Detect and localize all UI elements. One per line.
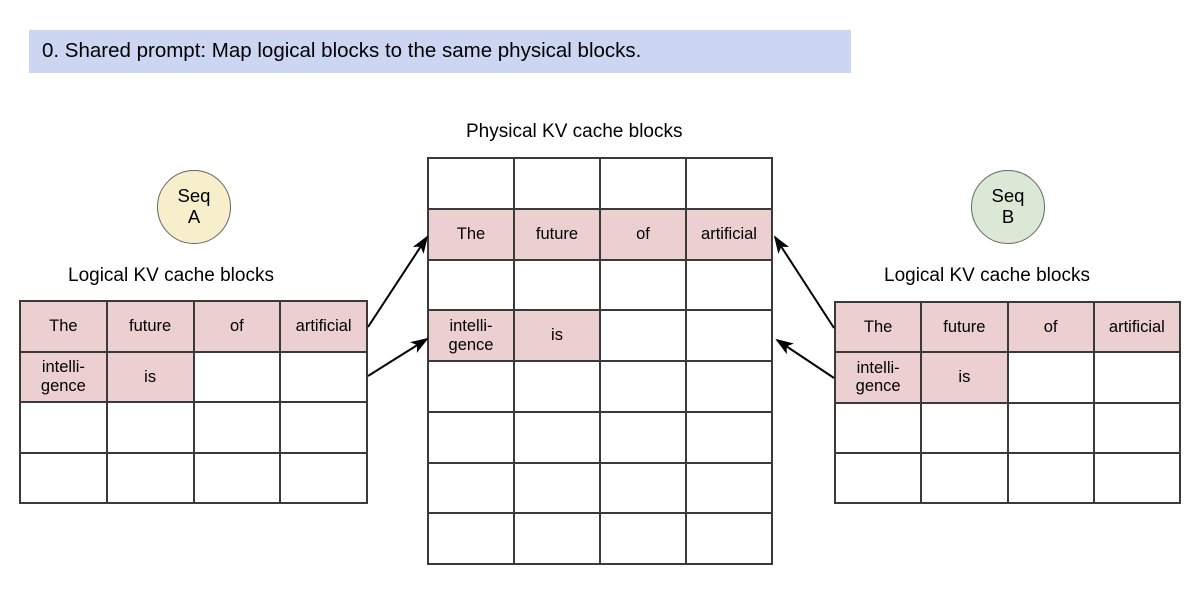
kv-block-cell-filled: is bbox=[922, 353, 1009, 404]
kv-block-cell-empty bbox=[515, 159, 601, 210]
kv-block-cell-filled: The bbox=[836, 303, 923, 354]
kv-block-cell-empty bbox=[429, 159, 515, 210]
seq-b-badge: Seq B bbox=[971, 170, 1045, 244]
seq-a-badge: Seq A bbox=[157, 170, 231, 244]
kv-block-cell-empty bbox=[429, 463, 515, 515]
kv-block-cell-filled: of bbox=[194, 302, 282, 353]
prompt-banner-text: 0. Shared prompt: Map logical blocks to … bbox=[42, 39, 642, 63]
kv-block-cell-filled: future bbox=[107, 302, 195, 353]
kv-block-cell-empty bbox=[515, 412, 601, 464]
kv-block-cell-empty bbox=[836, 403, 923, 454]
logical-blocks-a-caption: Logical KV cache blocks bbox=[68, 265, 274, 286]
kv-block-cell-filled: future bbox=[922, 303, 1009, 354]
kv-block-cell-empty bbox=[281, 453, 368, 504]
kv-block-cell-filled: of bbox=[601, 209, 687, 261]
kv-block-cell-empty bbox=[601, 311, 687, 362]
kv-block-cell-filled: future bbox=[515, 209, 601, 261]
physical-blocks-caption: Physical KV cache blocks bbox=[466, 121, 683, 142]
kv-block-cell-empty bbox=[281, 403, 368, 454]
kv-block-cell-empty bbox=[281, 352, 368, 403]
kv-block-cell-empty bbox=[1008, 403, 1095, 454]
kv-block-cell-filled: artificial bbox=[281, 302, 368, 353]
kv-block-cell-empty bbox=[687, 260, 773, 312]
kv-block-cell-empty bbox=[687, 311, 773, 362]
kv-block-cell-empty bbox=[687, 362, 773, 413]
arrow-seq-b-row2-to-physical-row4 bbox=[775, 338, 835, 379]
arrow-seq-b-row1-to-physical-row2 bbox=[773, 235, 835, 329]
kv-block-cell-empty bbox=[515, 362, 601, 413]
kv-block-cell-empty bbox=[601, 463, 687, 515]
kv-block-cell-empty bbox=[687, 412, 773, 464]
kv-block-cell-empty bbox=[601, 260, 687, 312]
kv-block-cell-empty bbox=[1008, 453, 1095, 504]
seq-a-label-line1: Seq bbox=[177, 185, 211, 207]
logical-blocks-b-caption: Logical KV cache blocks bbox=[884, 265, 1090, 286]
kv-block-cell-empty bbox=[515, 260, 601, 312]
kv-block-cell-filled: artificial bbox=[687, 209, 773, 261]
kv-block-cell-empty bbox=[687, 463, 773, 515]
kv-block-cell-filled: of bbox=[1008, 303, 1095, 354]
kv-block-cell-empty bbox=[601, 159, 687, 210]
kv-block-cell-empty bbox=[922, 403, 1009, 454]
kv-block-cell-empty bbox=[836, 453, 923, 504]
kv-block-cell-empty bbox=[687, 159, 773, 210]
kv-block-cell-empty bbox=[601, 362, 687, 413]
kv-block-cell-empty bbox=[429, 412, 515, 464]
kv-block-cell-filled: is bbox=[515, 311, 601, 362]
kv-block-cell-filled: intelli-gence bbox=[429, 311, 515, 362]
kv-block-cell-filled: The bbox=[429, 209, 515, 261]
kv-block-cell-empty bbox=[194, 352, 282, 403]
kv-block-cell-empty bbox=[429, 362, 515, 413]
kv-block-cell-empty bbox=[1094, 353, 1181, 404]
kv-block-cell-empty bbox=[687, 514, 773, 565]
kv-block-cell-filled: is bbox=[107, 352, 195, 403]
kv-block-cell-empty bbox=[1094, 453, 1181, 504]
kv-block-cell-empty bbox=[601, 514, 687, 565]
kv-block-cell-empty bbox=[429, 514, 515, 565]
seq-a-label-line2: A bbox=[187, 206, 201, 227]
kv-block-cell-empty bbox=[429, 260, 515, 312]
kv-block-cell-empty bbox=[107, 453, 195, 504]
kv-block-cell-empty bbox=[107, 403, 195, 454]
kv-block-cell-empty bbox=[515, 463, 601, 515]
seq-b-label-line2: B bbox=[1001, 206, 1015, 227]
kv-block-cell-empty bbox=[922, 453, 1009, 504]
prompt-banner: 0. Shared prompt: Map logical blocks to … bbox=[29, 30, 851, 73]
kv-block-cell-empty bbox=[21, 453, 108, 504]
kv-block-cell-filled: intelli-gence bbox=[836, 353, 923, 404]
kv-block-cell-empty bbox=[194, 453, 282, 504]
kv-block-cell-empty bbox=[515, 514, 601, 565]
seq-b-label-line1: Seq bbox=[991, 185, 1025, 207]
kv-block-cell-empty bbox=[21, 403, 108, 454]
kv-block-cell-empty bbox=[194, 403, 282, 454]
kv-block-cell-empty bbox=[1008, 353, 1095, 404]
kv-block-cell-empty bbox=[601, 412, 687, 464]
kv-block-cell-filled: intelli-gence bbox=[21, 352, 108, 403]
arrow-seq-a-row2-to-physical-row4 bbox=[367, 337, 429, 377]
kv-block-cell-empty bbox=[1094, 403, 1181, 454]
arrow-seq-a-row1-to-physical-row2 bbox=[367, 235, 429, 328]
kv-block-cell-filled: The bbox=[21, 302, 108, 353]
kv-block-cell-filled: artificial bbox=[1094, 303, 1181, 354]
